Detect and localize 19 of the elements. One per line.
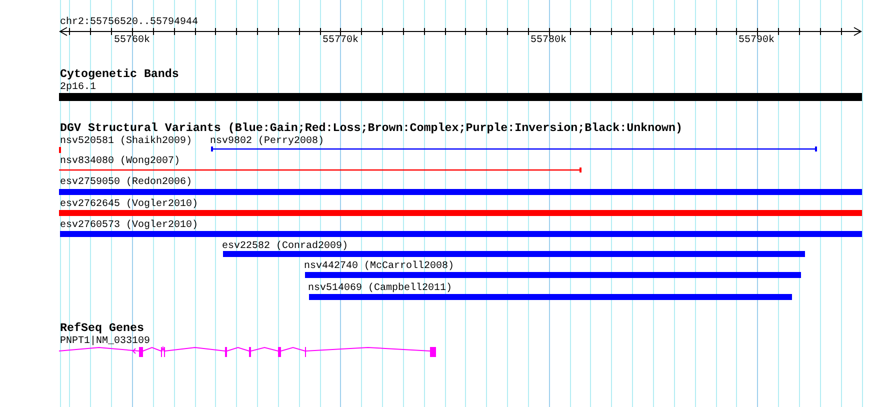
track-title: RefSeq Genes (60, 322, 144, 336)
variant-label: nsv514069 (Campbell2011) (308, 282, 452, 294)
variant-label: esv2760573 (Vogler2010) (60, 220, 198, 231)
coordinate-range-label: chr2:55756520..55794944 (60, 16, 198, 28)
variant-label: esv2759050 (Redon2006) (60, 176, 192, 188)
variant-label: esv2762645 (Vogler2010) (60, 198, 198, 210)
tick-label: 55770k (322, 35, 358, 46)
variant-label: nsv442740 (McCarroll2008) (304, 261, 454, 272)
band-label: 2p16.1 (60, 82, 96, 93)
track-title: Cytogenetic Bands (60, 68, 179, 82)
variant-label: esv22582 (Conrad2009) (222, 240, 348, 252)
variant-label: nsv520581 (Shaikh2009) (60, 136, 192, 147)
variant-label: nsv834080 (Wong2007) (60, 156, 180, 167)
variant-label: nsv9802 (Perry2008) (210, 136, 324, 147)
tick-label: 55790k (738, 35, 774, 46)
gene-label: PNPT1|NM_033109 (60, 336, 150, 347)
tick-label: 55780k (530, 35, 566, 46)
track-title: DGV Structural Variants (Blue:Gain;Red:Loss;Brown:Complex;Purple:Inversion;Black:Unknown) (60, 122, 683, 135)
tick-label: 55760k (114, 35, 150, 46)
